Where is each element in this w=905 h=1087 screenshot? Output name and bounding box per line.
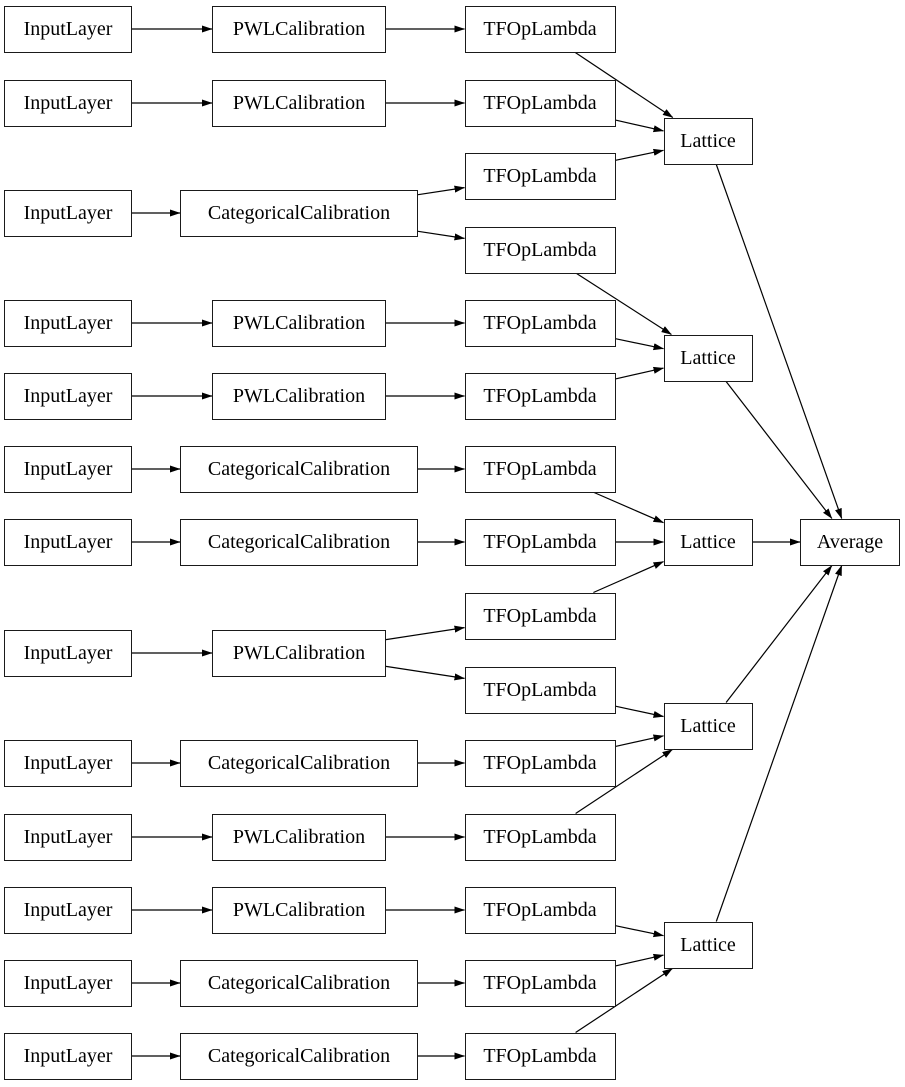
node-tfoplambda-tf12: TFOpLambda	[464, 959, 616, 1007]
node-categoricalcalibration-cat13: CategoricalCalibration	[180, 1032, 418, 1080]
node-inputlayer-il10: InputLayer	[4, 813, 132, 861]
edge-tf10-to-lat4	[575, 748, 673, 815]
edge-tf1-to-lat1	[574, 52, 674, 118]
node-lattice-lat5: Lattice	[663, 921, 753, 969]
node-pwlcalibration-pwl1: PWLCalibration	[212, 5, 386, 53]
edge-tf3b-to-lat2	[576, 272, 672, 336]
node-inputlayer-il6: InputLayer	[4, 445, 132, 493]
node-lattice-lat4: Lattice	[663, 702, 753, 750]
node-tfoplambda-tf8a: TFOpLambda	[464, 592, 616, 640]
node-pwlcalibration-pwl11: PWLCalibration	[212, 886, 386, 934]
node-lattice-lat3: Lattice	[663, 518, 753, 566]
node-inputlayer-il7: InputLayer	[4, 518, 132, 566]
node-tfoplambda-tf9: TFOpLambda	[464, 739, 616, 787]
edge-tf3a-to-lat1	[615, 148, 664, 161]
node-tfoplambda-tf7: TFOpLambda	[464, 518, 616, 566]
edge-tf11-to-lat5	[615, 925, 664, 938]
edge-tf8b-to-lat4	[615, 705, 664, 718]
node-categoricalcalibration-cat7: CategoricalCalibration	[180, 518, 418, 566]
edge-tf8a-to-lat3	[593, 561, 664, 594]
edge-pwl8-to-tf8b	[385, 665, 465, 681]
node-tfoplambda-tf8b: TFOpLambda	[464, 666, 616, 714]
node-tfoplambda-tf1: TFOpLambda	[464, 5, 616, 53]
node-lattice-lat2: Lattice	[663, 334, 753, 382]
node-tfoplambda-tf5: TFOpLambda	[464, 372, 616, 420]
node-tfoplambda-tf4: TFOpLambda	[464, 299, 616, 347]
node-categoricalcalibration-cat6: CategoricalCalibration	[180, 445, 418, 493]
node-categoricalcalibration-cat12: CategoricalCalibration	[180, 959, 418, 1007]
node-inputlayer-il8: InputLayer	[4, 629, 132, 677]
node-average-avg: Average	[800, 518, 900, 566]
node-pwlcalibration-pwl2: PWLCalibration	[212, 79, 386, 127]
node-pwlcalibration-pwl4: PWLCalibration	[212, 299, 386, 347]
edge-cat3-to-tf3a	[417, 185, 465, 196]
node-inputlayer-il1: InputLayer	[4, 5, 132, 53]
node-inputlayer-il2: InputLayer	[4, 79, 132, 127]
edge-tf5-to-lat2	[615, 366, 664, 380]
node-categoricalcalibration-cat3: CategoricalCalibration	[180, 189, 418, 237]
node-lattice-lat1: Lattice	[663, 117, 753, 165]
node-inputlayer-il4: InputLayer	[4, 299, 132, 347]
edge-lat4-to-avg	[725, 565, 833, 703]
node-tfoplambda-tf10: TFOpLambda	[464, 813, 616, 861]
node-inputlayer-il12: InputLayer	[4, 959, 132, 1007]
node-inputlayer-il11: InputLayer	[4, 886, 132, 934]
node-pwlcalibration-pwl5: PWLCalibration	[212, 372, 386, 420]
node-tfoplambda-tf6: TFOpLambda	[464, 445, 616, 493]
node-tfoplambda-tf2: TFOpLambda	[464, 79, 616, 127]
node-inputlayer-il3: InputLayer	[4, 189, 132, 237]
edge-tf2-to-lat1	[615, 119, 664, 133]
node-inputlayer-il13: InputLayer	[4, 1032, 132, 1080]
node-tfoplambda-tf11: TFOpLambda	[464, 886, 616, 934]
edge-tf13-to-lat5	[575, 967, 673, 1034]
edge-lat2-to-avg	[725, 381, 833, 519]
edge-cat3-to-tf3b	[417, 230, 465, 241]
edge-tf4-to-lat2	[615, 338, 664, 351]
edge-lat1-to-avg	[715, 164, 843, 519]
node-tfoplambda-tf13: TFOpLambda	[464, 1032, 616, 1080]
edge-pwl8-to-tf8a	[385, 625, 465, 641]
node-tfoplambda-tf3a: TFOpLambda	[464, 152, 616, 200]
node-pwlcalibration-pwl10: PWLCalibration	[212, 813, 386, 861]
edge-tf9-to-lat4	[615, 734, 664, 747]
node-inputlayer-il5: InputLayer	[4, 372, 132, 420]
node-inputlayer-il9: InputLayer	[4, 739, 132, 787]
edge-tf6-to-lat3	[593, 491, 664, 524]
node-pwlcalibration-pwl8: PWLCalibration	[212, 629, 386, 677]
edge-lat5-to-avg	[715, 565, 843, 922]
node-tfoplambda-tf3b: TFOpLambda	[464, 226, 616, 274]
node-categoricalcalibration-cat9: CategoricalCalibration	[180, 739, 418, 787]
edge-tf12-to-lat5	[615, 953, 664, 967]
